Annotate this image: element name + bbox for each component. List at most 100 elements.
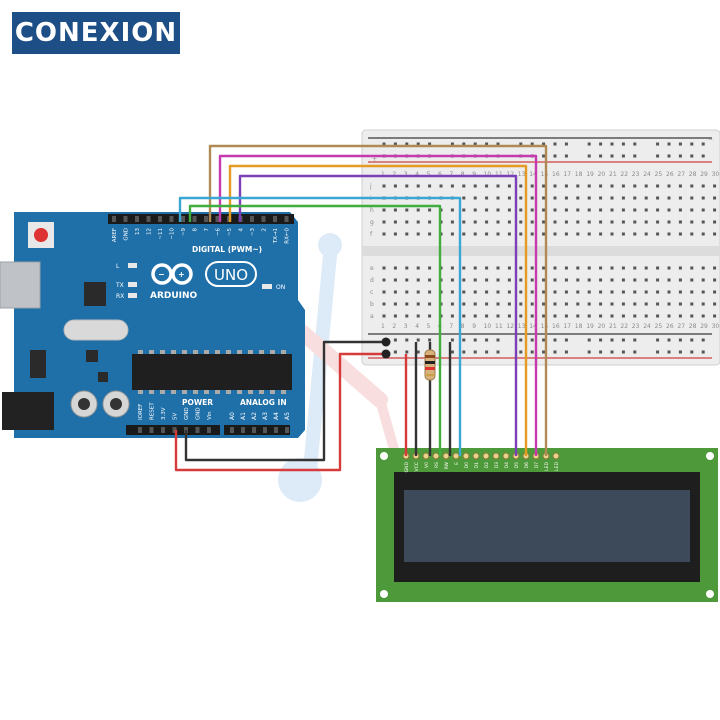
column-number: 4 bbox=[415, 171, 419, 178]
row-letter: b bbox=[370, 301, 374, 308]
breadboard-hole bbox=[621, 302, 625, 306]
breadboard-hole bbox=[462, 302, 466, 306]
breadboard-hole bbox=[405, 232, 409, 236]
breadboard-hole bbox=[667, 184, 671, 188]
rail-hole bbox=[553, 350, 557, 354]
ic-pin bbox=[281, 350, 286, 354]
breadboard-hole bbox=[678, 220, 682, 224]
breadboard-hole bbox=[553, 266, 557, 270]
breadboard-hole bbox=[701, 184, 705, 188]
analog-label: ANALOG IN bbox=[240, 398, 287, 407]
breadboard-hole bbox=[553, 302, 557, 306]
led-label: TX bbox=[115, 282, 124, 289]
digital-pin-label: ~6 bbox=[216, 228, 222, 237]
column-number: 19 bbox=[586, 323, 594, 330]
rail-hole bbox=[599, 142, 603, 146]
rail-hole bbox=[428, 142, 432, 146]
breadboard-hole bbox=[473, 220, 477, 224]
breadboard-hole bbox=[542, 220, 546, 224]
breadboard-hole bbox=[599, 208, 603, 212]
breadboard-hole bbox=[690, 196, 694, 200]
breadboard-hole bbox=[564, 290, 568, 294]
ic-pin bbox=[270, 350, 275, 354]
breadboard-hole bbox=[678, 232, 682, 236]
ic-pin bbox=[182, 390, 187, 394]
breadboard-hole bbox=[507, 184, 511, 188]
column-number: 18 bbox=[575, 171, 583, 178]
breadboard-hole bbox=[462, 196, 466, 200]
rail-hole bbox=[701, 154, 705, 158]
breadboard-hole bbox=[496, 232, 500, 236]
arduino-model: UNO bbox=[214, 266, 248, 284]
header-pin bbox=[284, 216, 289, 222]
breadboard-hole bbox=[530, 220, 534, 224]
column-number: 2 bbox=[392, 171, 396, 178]
rail-hole bbox=[621, 350, 625, 354]
breadboard-hole bbox=[713, 184, 717, 188]
breadboard-hole bbox=[656, 278, 660, 282]
breadboard-hole bbox=[701, 196, 705, 200]
column-number: 3 bbox=[404, 323, 408, 330]
rail-hole bbox=[610, 338, 614, 342]
breadboard-hole bbox=[564, 232, 568, 236]
breadboard-hole bbox=[439, 184, 443, 188]
breadboard-center-channel bbox=[362, 246, 720, 256]
rail-hole bbox=[393, 338, 397, 342]
breadboard-hole bbox=[713, 208, 717, 212]
breadboard-hole bbox=[416, 302, 420, 306]
breadboard-hole bbox=[507, 196, 511, 200]
rail-hole bbox=[610, 350, 614, 354]
breadboard-labels: jihgfedcba112233445566778899101011111212… bbox=[369, 171, 719, 330]
breadboard-hole bbox=[690, 290, 694, 294]
lcd-pin-label: D6 bbox=[524, 462, 530, 468]
column-number: 23 bbox=[632, 171, 640, 178]
wire-junction bbox=[381, 349, 391, 359]
breadboard-hole bbox=[678, 314, 682, 318]
breadboard-hole bbox=[530, 290, 534, 294]
breadboard-hole bbox=[701, 314, 705, 318]
breadboard-hole bbox=[587, 184, 591, 188]
column-number: 25 bbox=[655, 171, 663, 178]
breadboard-hole bbox=[393, 208, 397, 212]
ic-pin bbox=[248, 350, 253, 354]
rail-hole bbox=[496, 338, 500, 342]
column-number: 30 bbox=[712, 323, 720, 330]
led bbox=[128, 293, 137, 298]
led bbox=[128, 282, 137, 287]
svg-text:−: − bbox=[158, 270, 165, 279]
breadboard-hole bbox=[599, 196, 603, 200]
breadboard-hole bbox=[519, 278, 523, 282]
led bbox=[128, 263, 137, 268]
breadboard-hole bbox=[564, 278, 568, 282]
breadboard-hole bbox=[462, 266, 466, 270]
breadboard-hole bbox=[610, 266, 614, 270]
wire-teal bbox=[178, 196, 462, 456]
ic-pin bbox=[138, 350, 143, 354]
digital-pin-label: 7 bbox=[204, 228, 210, 232]
breadboard-hole bbox=[405, 314, 409, 318]
ic-pin bbox=[160, 350, 165, 354]
digital-pin-label: ~10 bbox=[170, 228, 176, 240]
column-number: 26 bbox=[666, 323, 674, 330]
ic-pin bbox=[215, 350, 220, 354]
header-pin bbox=[149, 427, 154, 433]
breadboard-hole bbox=[599, 220, 603, 224]
rail-hole bbox=[553, 154, 557, 158]
breadboard-hole bbox=[667, 314, 671, 318]
column-number: 7 bbox=[449, 171, 453, 178]
breadboard-hole bbox=[542, 184, 546, 188]
breadboard-hole bbox=[553, 196, 557, 200]
breadboard-hole bbox=[428, 290, 432, 294]
rail-hole bbox=[690, 154, 694, 158]
ic-pin bbox=[171, 390, 176, 394]
header-pin bbox=[252, 427, 256, 433]
breadboard-hole bbox=[462, 290, 466, 294]
digital-pin-label: GND bbox=[124, 228, 130, 241]
breadboard-hole bbox=[553, 232, 557, 236]
column-number: 22 bbox=[620, 323, 628, 330]
column-number: 20 bbox=[598, 171, 606, 178]
lcd-pin bbox=[482, 452, 490, 460]
column-number: 15 bbox=[541, 323, 549, 330]
breadboard-hole bbox=[713, 196, 717, 200]
header-pin bbox=[263, 427, 267, 433]
